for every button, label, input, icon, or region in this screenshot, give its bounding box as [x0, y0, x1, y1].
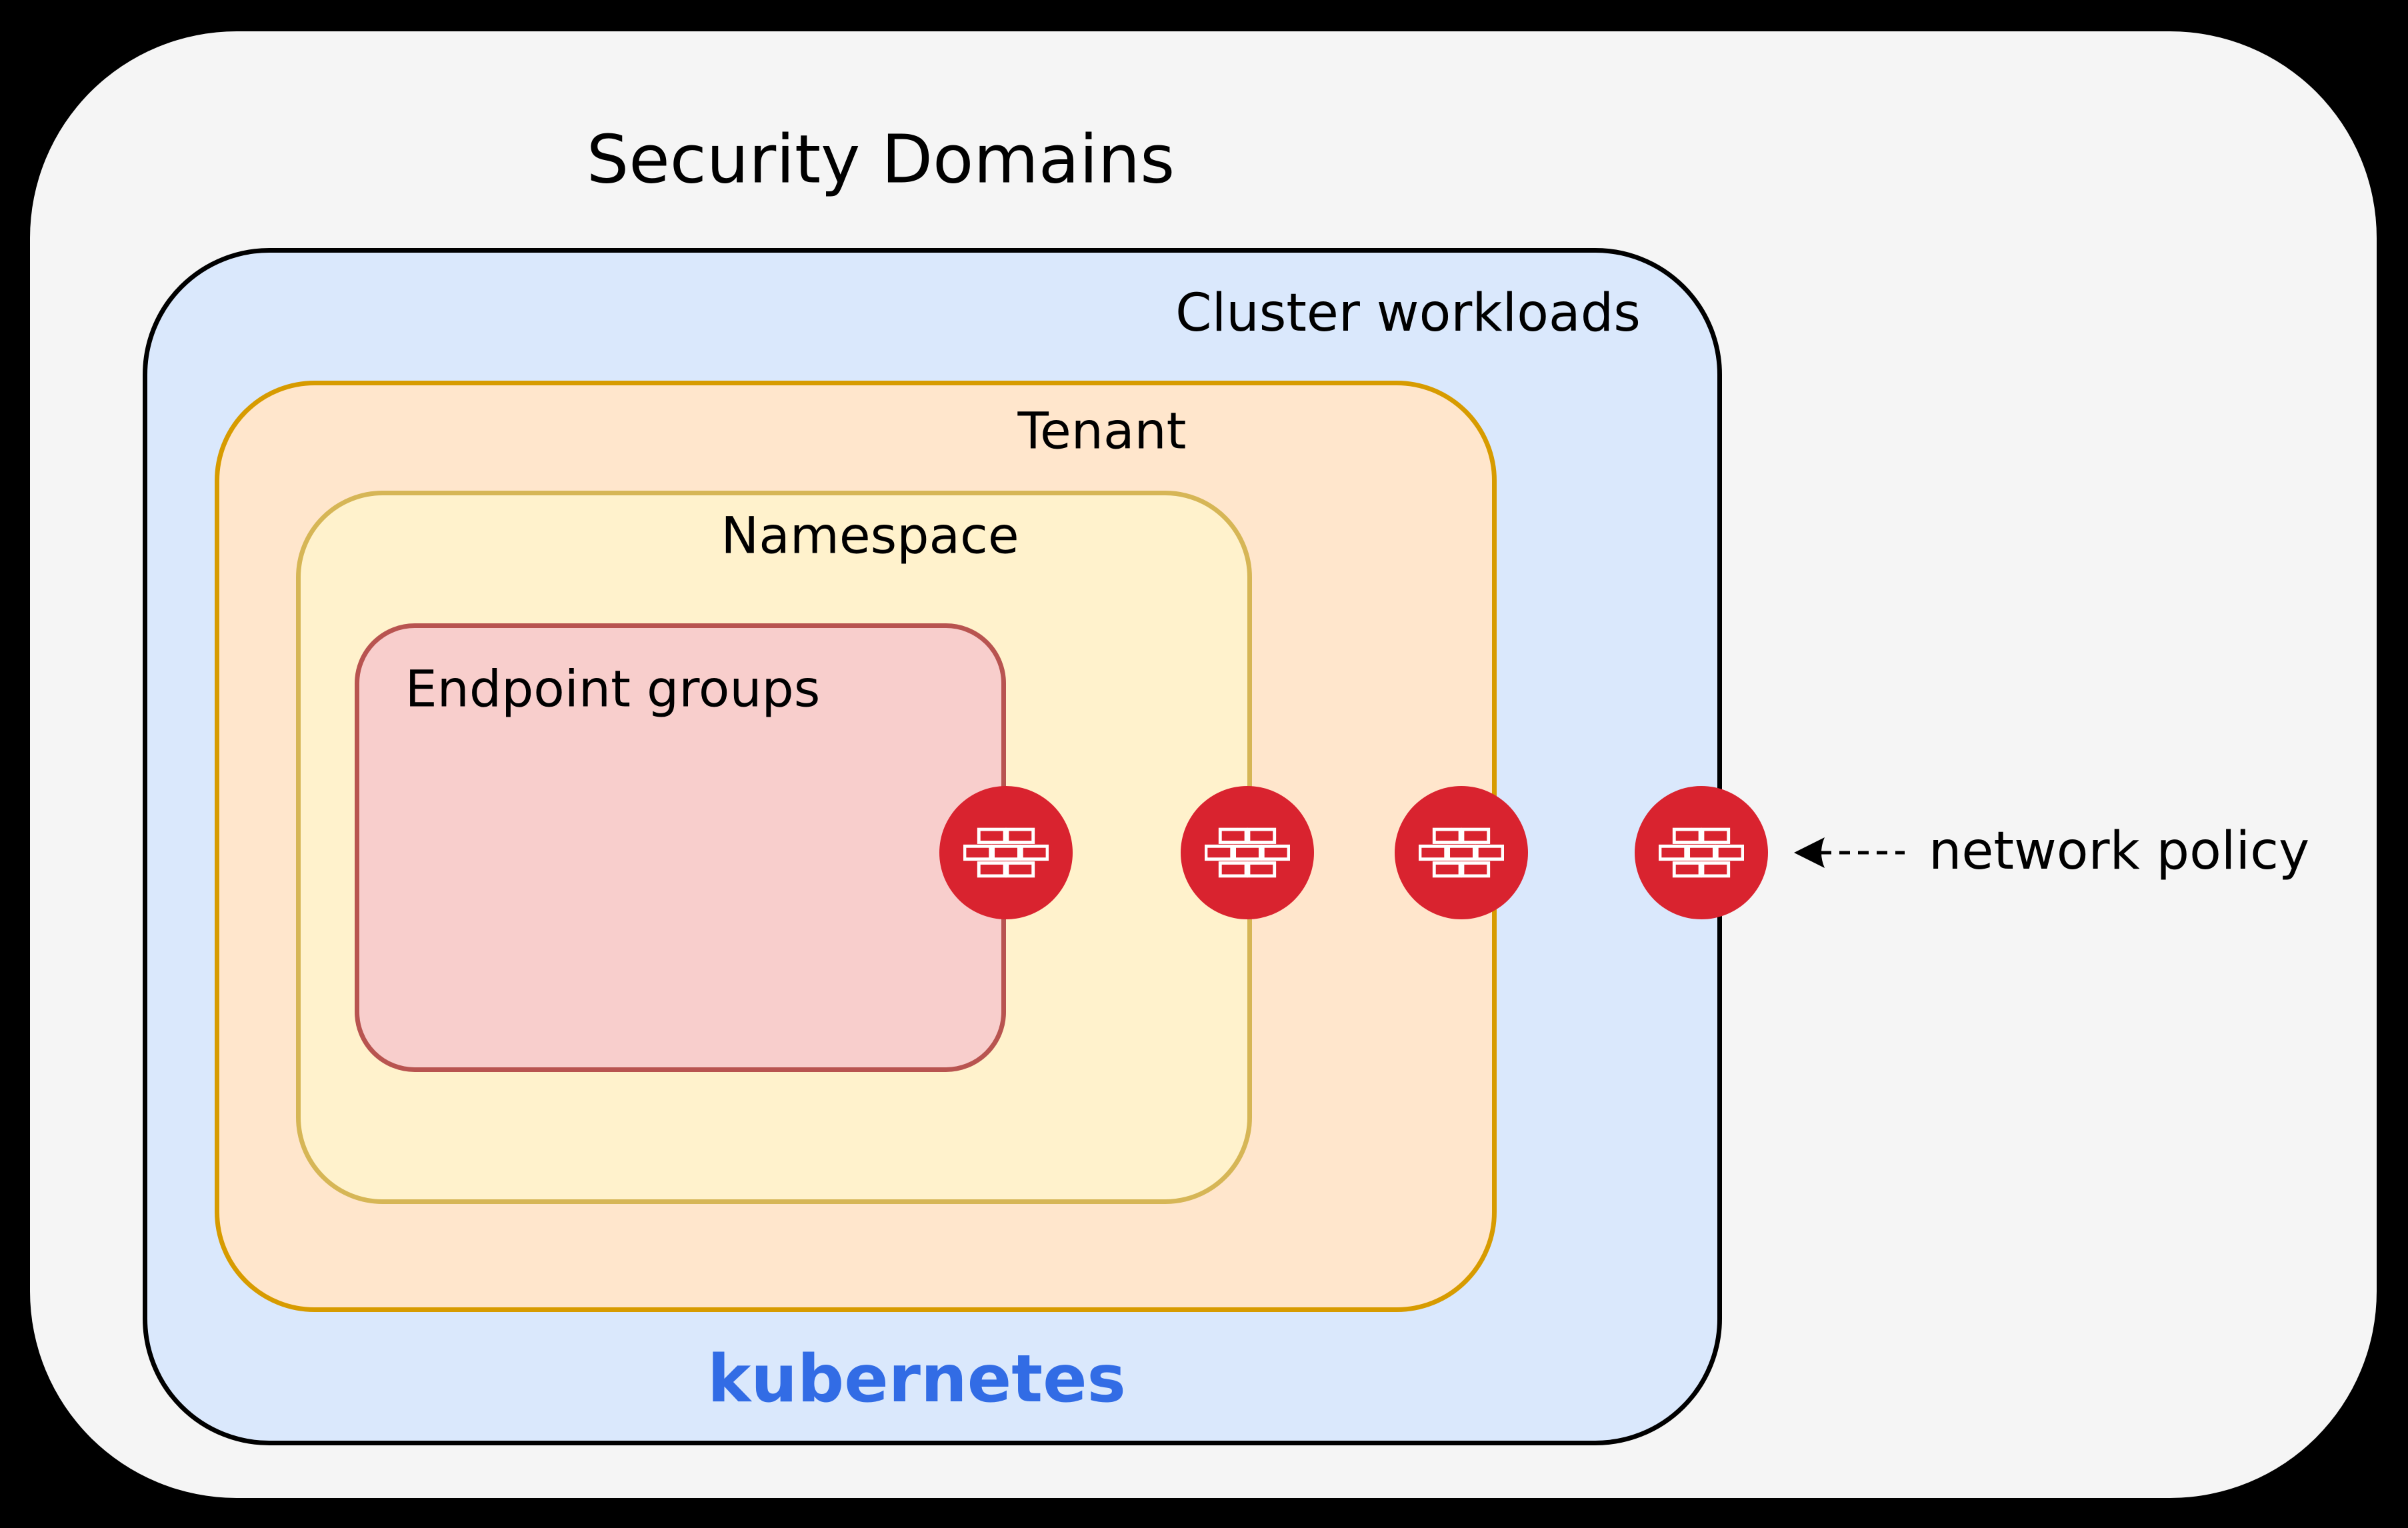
domain-label-namespace: Namespace	[721, 505, 1019, 565]
security-domains-panel: Security Domains Cluster workloads kuber…	[30, 31, 2377, 1498]
firewall-icon	[1181, 786, 1314, 919]
domain-box-endpoint-groups: Endpoint groups	[355, 623, 1006, 1072]
firewall-brick-icon	[1205, 827, 1290, 878]
firewall-icon	[1635, 786, 1768, 919]
domain-label-tenant: Tenant	[1017, 401, 1187, 461]
dashed-arrow-icon	[1794, 837, 1905, 868]
page-title: Security Domains	[586, 120, 1175, 199]
network-policy-label: network policy	[1929, 821, 2310, 881]
firewall-icon	[939, 786, 1073, 919]
firewall-icon	[1395, 786, 1528, 919]
domain-label-endpoint-groups: Endpoint groups	[405, 659, 821, 719]
firewall-brick-icon	[1419, 827, 1504, 878]
firewall-brick-icon	[963, 827, 1049, 878]
kubernetes-label: kubernetes	[707, 1341, 1126, 1417]
domain-label-cluster-workloads: Cluster workloads	[1175, 283, 1641, 343]
firewall-brick-icon	[1659, 827, 1744, 878]
